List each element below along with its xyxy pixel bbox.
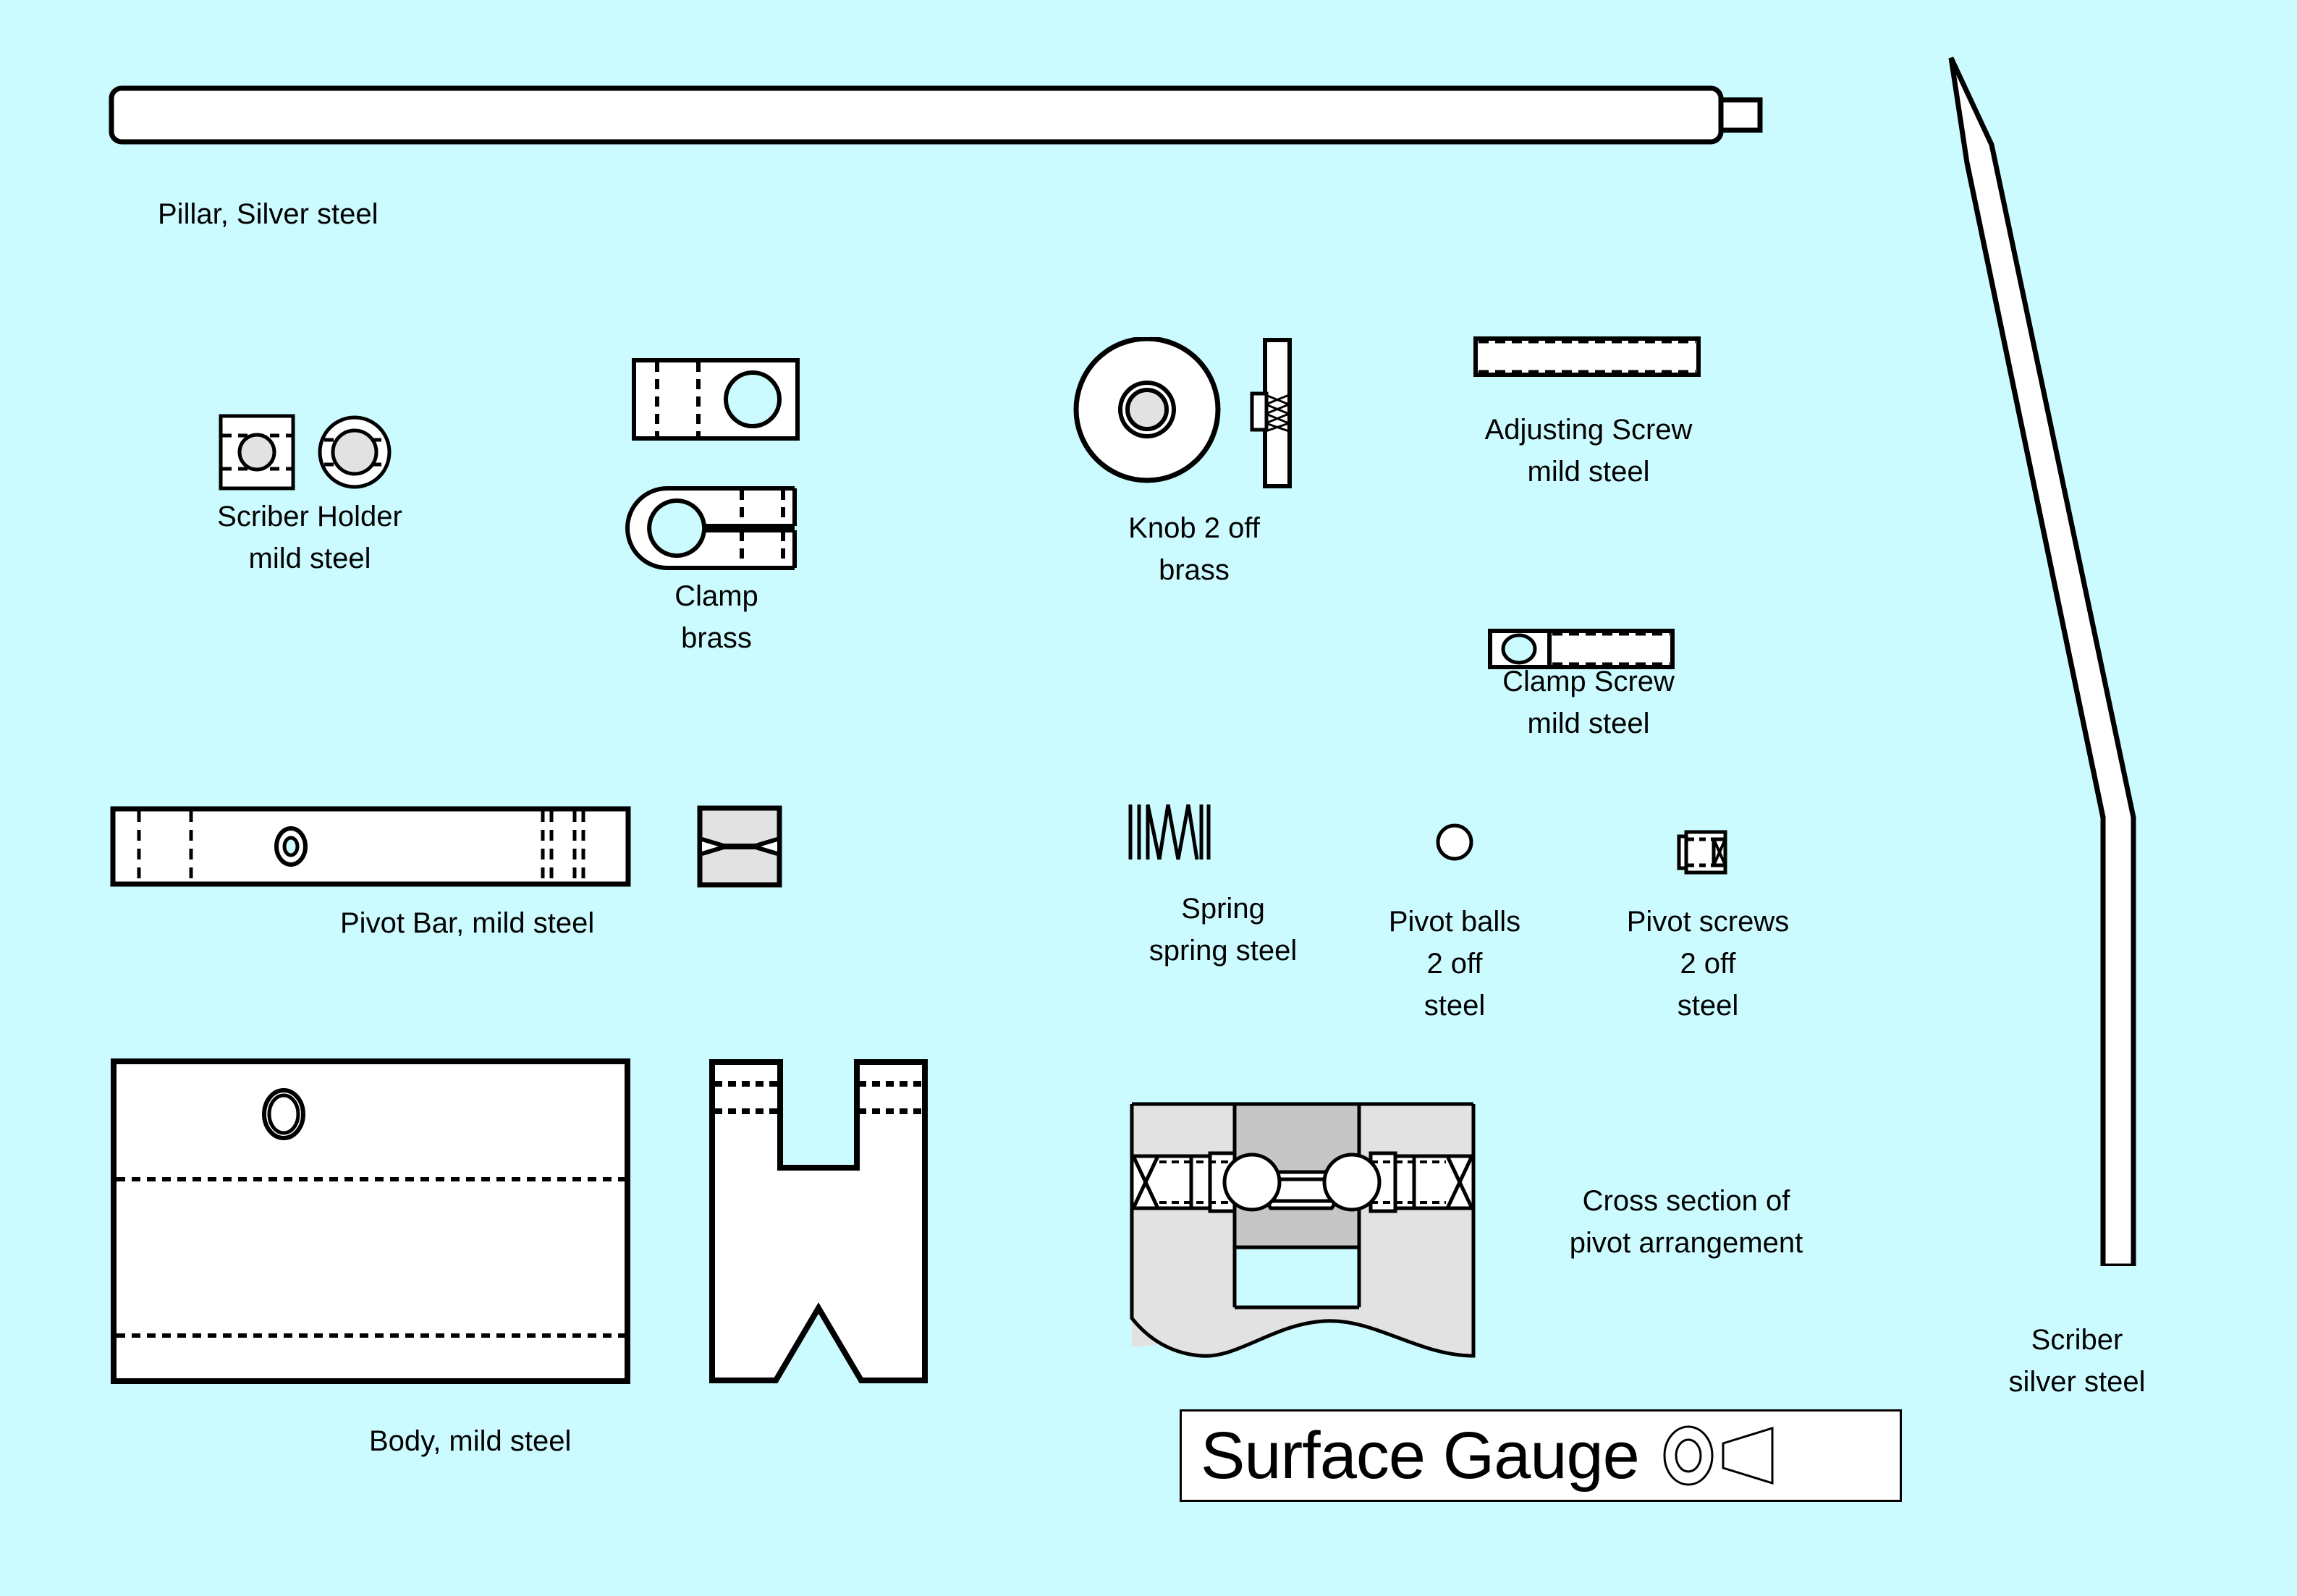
label-pivot-balls-material: steel	[1424, 990, 1486, 1022]
part-knob-drawing	[1071, 337, 1317, 489]
label-cross-section-line2: pivot arrangement	[1569, 1227, 1803, 1259]
label-clamp-screw: Clamp Screw	[1502, 666, 1675, 697]
label-clamp-material: brass	[681, 622, 752, 654]
part-body-side-drawing	[708, 1058, 939, 1385]
part-clamp-screw-drawing	[1487, 625, 1675, 673]
label-scriber-holder: Scriber Holder	[217, 501, 402, 532]
label-pillar: Pillar, Silver steel	[158, 198, 378, 230]
label-clamp-screw-material: mild steel	[1527, 708, 1650, 739]
label-adjusting-screw: Adjusting Screw	[1484, 414, 1693, 446]
label-spring-material: spring steel	[1148, 935, 1298, 967]
part-pivot-cross-section-drawing	[1129, 1101, 1476, 1362]
label-pivot-balls: Pivot balls	[1388, 906, 1521, 938]
label-clamp: Clamp	[674, 580, 758, 612]
label-body: Body, mild steel	[369, 1425, 572, 1457]
part-pivot-ball-drawing	[1434, 822, 1475, 862]
label-cross-section-line1: Cross section of	[1582, 1185, 1790, 1217]
part-scriber-holder-drawing	[217, 412, 405, 492]
label-pivot-balls-qty: 2 off	[1426, 948, 1483, 980]
label-scriber-holder-material: mild steel	[248, 543, 371, 574]
label-pivot-bar: Pivot Bar, mild steel	[340, 907, 595, 939]
label-pivot-screws-qty: 2 off	[1680, 948, 1736, 980]
part-scriber-drawing	[1947, 51, 2207, 1266]
page-title: Surface Gauge	[1201, 1418, 1640, 1493]
label-scriber-material: silver steel	[2008, 1366, 2146, 1398]
label-knob-material: brass	[1159, 554, 1230, 586]
label-scriber: Scriber	[2031, 1324, 2123, 1356]
part-pillar-drawing	[109, 80, 1773, 152]
part-spring-drawing	[1126, 802, 1213, 862]
part-pivot-bar-drawing	[110, 803, 631, 890]
part-body-front-drawing	[110, 1058, 631, 1385]
third-angle-projection-symbol-icon	[1657, 1419, 1801, 1492]
part-adjusting-screw-drawing	[1473, 333, 1704, 381]
label-knob: Knob 2 off	[1128, 512, 1260, 544]
label-pivot-screws-material: steel	[1677, 990, 1739, 1022]
part-clamp-side-drawing	[622, 485, 803, 572]
part-pivot-bar-end-section-drawing	[696, 805, 783, 888]
label-spring: Spring	[1181, 893, 1265, 925]
part-pivot-screw-drawing	[1673, 829, 1738, 880]
part-clamp-top-drawing	[631, 357, 805, 444]
label-adjusting-screw-material: mild steel	[1527, 456, 1650, 488]
label-pivot-screws: Pivot screws	[1626, 906, 1790, 938]
title-block: Surface Gauge	[1180, 1409, 1902, 1502]
